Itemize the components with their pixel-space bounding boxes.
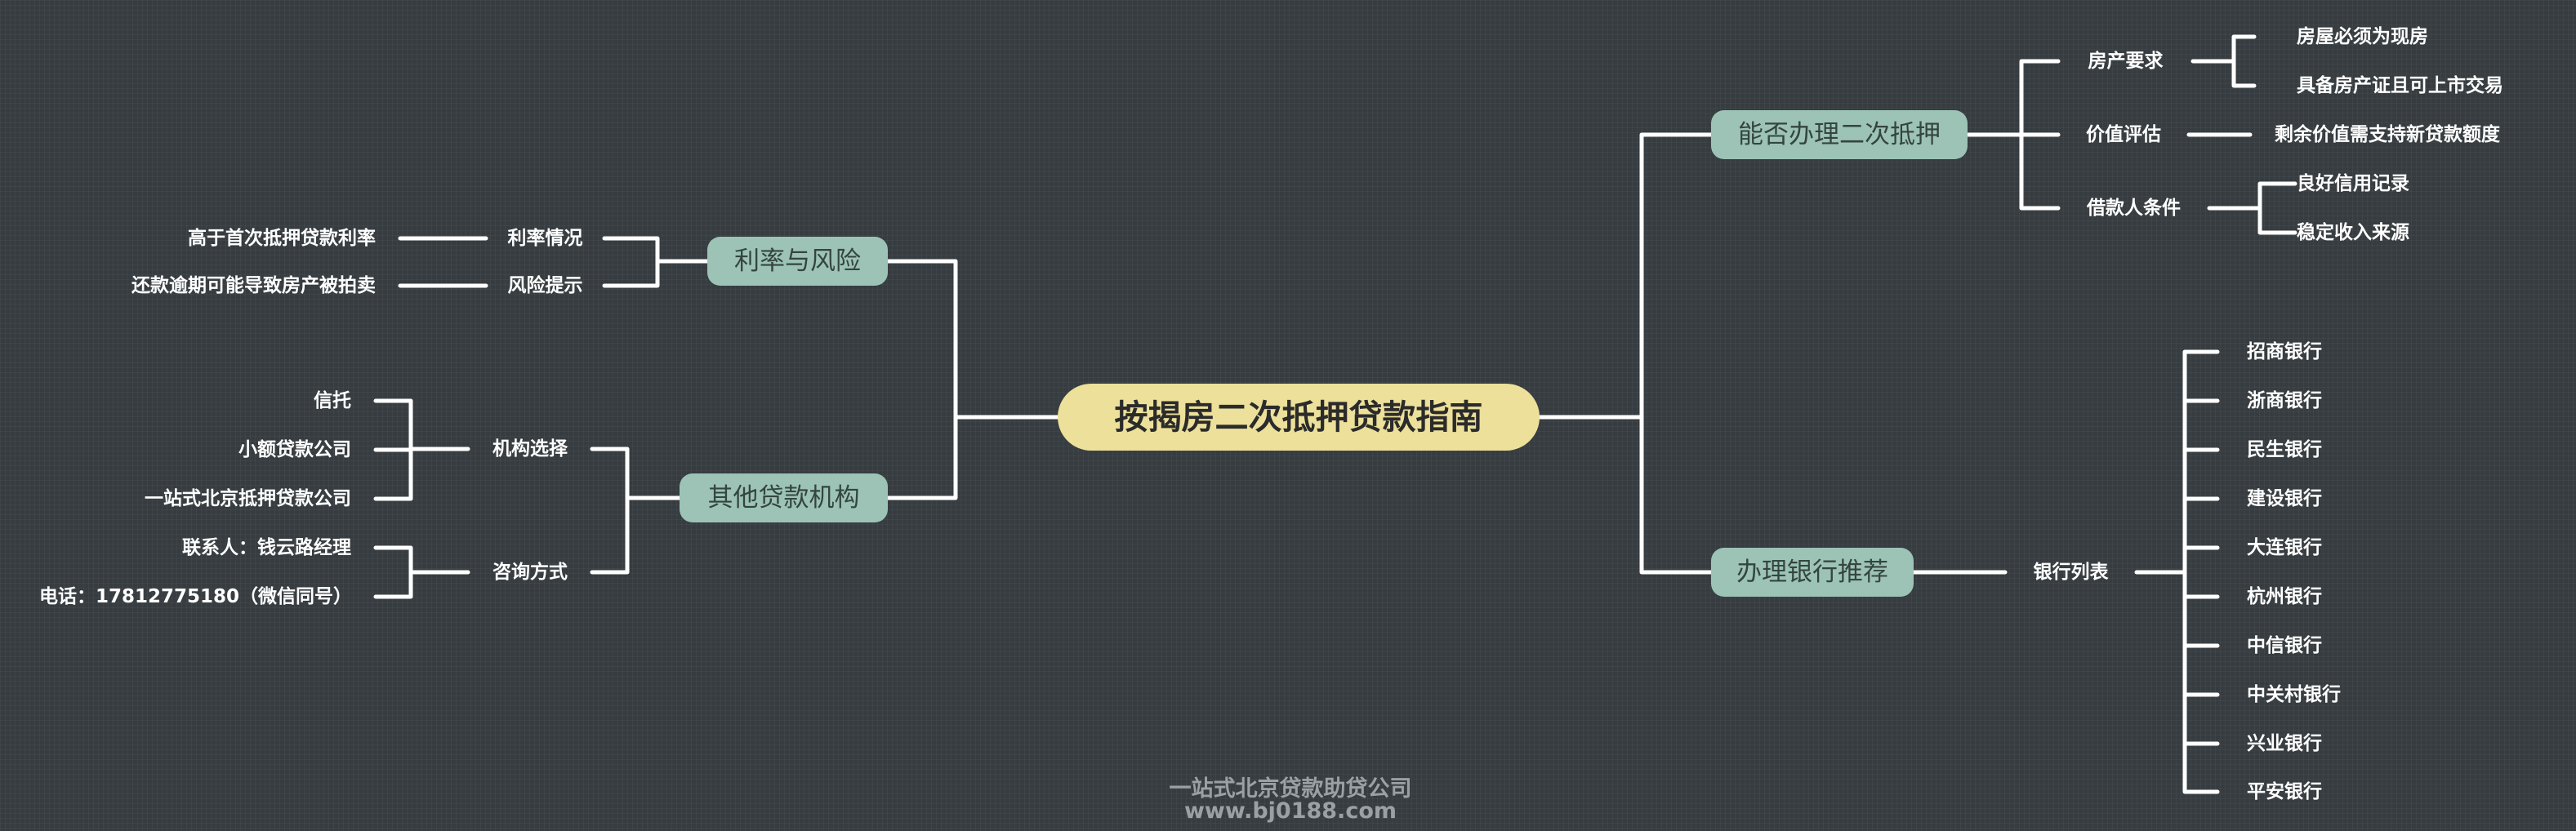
bank-item[interactable]: 兴业银行 [2247, 732, 2322, 754]
subtopic-valuation[interactable]: 价值评估 [2086, 123, 2161, 145]
edge-contact [373, 545, 470, 599]
footer-url: www.bj0188.com [1183, 798, 1397, 824]
bank-item[interactable]: 杭州银行 [2247, 585, 2322, 607]
edge-bank-list [2134, 349, 2220, 794]
subtopic-rate[interactable]: 利率情况 [507, 227, 583, 249]
edge-eligibility [1965, 59, 2061, 211]
bank-item[interactable]: 中关村银行 [2247, 683, 2341, 705]
bank-item[interactable]: 大连银行 [2247, 536, 2322, 558]
leaf-valuation-1[interactable]: 剩余价值需支持新贷款额度 [2275, 123, 2500, 145]
leaf-risk-1[interactable]: 还款逾期可能导致房产被拍卖 [131, 274, 376, 296]
leaf-property-1[interactable]: 房屋必须为现房 [2297, 25, 2428, 47]
subtopic-risk[interactable]: 风险提示 [507, 274, 583, 296]
bank-item[interactable]: 中信银行 [2247, 634, 2322, 656]
leaf-property-2[interactable]: 具备房产证且可上市交易 [2297, 74, 2503, 96]
leaf-choice-2[interactable]: 小额贷款公司 [238, 438, 351, 460]
bank-item[interactable]: 招商银行 [2247, 340, 2322, 362]
bank-item[interactable]: 浙商银行 [2247, 389, 2322, 411]
topic-banks[interactable]: 办理银行推荐 [1711, 548, 1914, 597]
edge-property [2190, 34, 2257, 88]
leaf-choice-1[interactable]: 信托 [314, 389, 351, 411]
edge-choice [373, 398, 470, 501]
subtopic-contact[interactable]: 咨询方式 [492, 561, 568, 583]
topic-eligibility[interactable]: 能否办理二次抵押 [1711, 110, 1968, 159]
edge-root-right [1537, 132, 1714, 575]
leaf-borrower-2[interactable]: 稳定收入来源 [2297, 221, 2409, 243]
bank-item[interactable]: 建设银行 [2247, 487, 2322, 509]
leaf-contact-1[interactable]: 联系人：钱云路经理 [182, 536, 351, 558]
bank-item[interactable]: 平安银行 [2247, 780, 2322, 802]
edge-others [590, 447, 682, 575]
bank-item[interactable]: 民生银行 [2247, 438, 2322, 460]
leaf-borrower-1[interactable]: 良好信用记录 [2297, 172, 2409, 194]
edge-root-left [885, 259, 1060, 500]
topic-others[interactable]: 其他贷款机构 [680, 473, 888, 522]
root-topic[interactable]: 按揭房二次抵押贷款指南 [1058, 384, 1540, 451]
leaf-choice-3[interactable]: 一站式北京抵押贷款公司 [145, 487, 351, 509]
subtopic-property[interactable]: 房产要求 [2088, 50, 2164, 72]
subtopic-bank-list[interactable]: 银行列表 [2033, 561, 2109, 583]
leaf-rate-1[interactable]: 高于首次抵押贷款利率 [188, 227, 376, 249]
edge-borrower [2207, 181, 2297, 235]
leaf-contact-2[interactable]: 电话：17812775180（微信同号） [39, 585, 353, 607]
subtopic-choice[interactable]: 机构选择 [492, 438, 568, 460]
edge-rates [602, 236, 710, 288]
topic-rates[interactable]: 利率与风险 [707, 237, 888, 286]
footer-company: 一站式北京贷款助贷公司 [1169, 776, 1412, 802]
subtopic-borrower[interactable]: 借款人条件 [2087, 197, 2181, 219]
